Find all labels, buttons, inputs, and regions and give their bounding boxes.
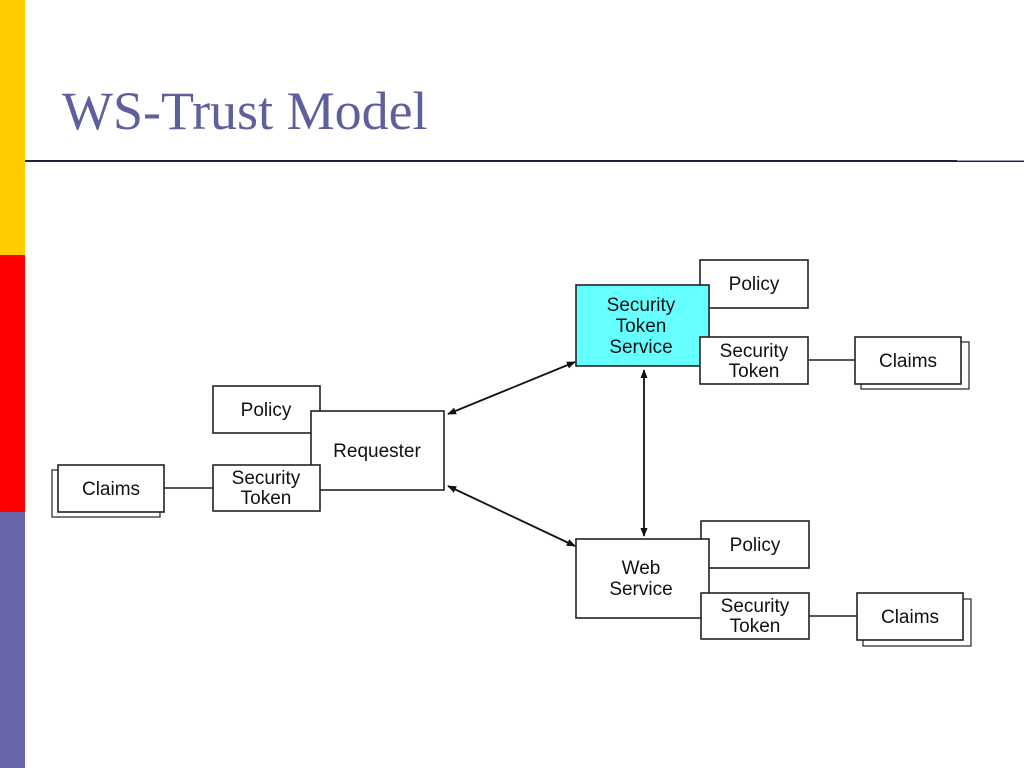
sts-claims-box: Claims <box>854 336 970 390</box>
security-token-service-box: Security Token Service <box>575 284 710 367</box>
web-service-security-token-box: Security Token <box>700 592 810 640</box>
web-service-policy-box: Policy <box>700 520 810 569</box>
svg-text:Claims: Claims <box>881 607 939 628</box>
sts-security-token-box: Security Token <box>699 336 809 385</box>
svg-text:Service: Service <box>609 337 672 358</box>
svg-text:Policy: Policy <box>730 535 781 556</box>
title-divider <box>25 160 1024 162</box>
svg-text:Security: Security <box>232 468 301 489</box>
svg-text:Web: Web <box>622 558 661 579</box>
arrow-requester-web-service <box>447 485 576 547</box>
svg-text:Security: Security <box>607 295 676 316</box>
accent-stripe-red <box>0 255 25 512</box>
requester-security-token-box: Security Token <box>212 464 321 512</box>
arrow-requester-sts <box>447 361 576 415</box>
svg-text:Requester: Requester <box>333 441 421 462</box>
requester-policy-box: Policy <box>212 385 321 434</box>
svg-text:Token: Token <box>729 361 780 382</box>
svg-text:Security: Security <box>721 596 790 617</box>
svg-text:Token: Token <box>241 488 292 509</box>
sts-policy-box: Policy <box>699 259 809 309</box>
svg-text:Security: Security <box>720 341 789 362</box>
accent-stripe-blue <box>0 512 25 768</box>
web-service-claims-box: Claims <box>856 592 972 647</box>
requester-claims-box: Claims <box>51 464 165 518</box>
svg-text:Claims: Claims <box>82 479 140 500</box>
svg-text:Claims: Claims <box>879 351 937 372</box>
requester-box: Requester <box>310 410 445 491</box>
web-service-box: Web Service <box>575 538 710 619</box>
accent-stripe-yellow <box>0 0 25 255</box>
svg-text:Token: Token <box>730 616 781 637</box>
svg-text:Policy: Policy <box>729 274 780 295</box>
title-divider-tail <box>957 160 1024 161</box>
svg-text:Policy: Policy <box>241 400 292 421</box>
svg-text:Service: Service <box>609 579 672 600</box>
svg-text:Token: Token <box>616 316 667 337</box>
slide-title: WS-Trust Model <box>62 81 428 141</box>
